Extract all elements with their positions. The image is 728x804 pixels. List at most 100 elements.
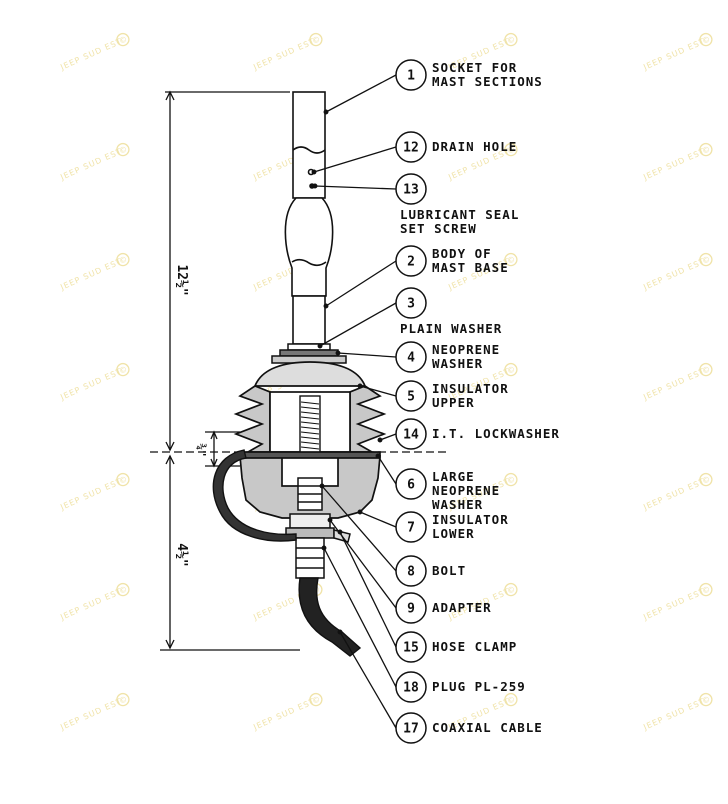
copyright-icon	[309, 32, 323, 47]
callout-circle	[395, 631, 427, 663]
copyright-icon	[116, 252, 130, 267]
watermark-symbol: ©	[506, 474, 518, 486]
callout-number: 18	[403, 681, 419, 696]
watermark-symbol: ©	[701, 584, 713, 596]
callout-label: HOSE CLAMP	[432, 639, 517, 654]
callout-label: COAXIAL CABLE	[432, 720, 543, 735]
callout-label: MAST SECTIONS	[432, 74, 543, 89]
callout-label: BODY OF	[432, 246, 492, 261]
callout-number: 8	[407, 565, 415, 580]
copyright-icon	[699, 142, 713, 157]
callout-label: I.T. LOCKWASHER	[432, 426, 560, 441]
watermark-tile: JEEP SUD EST©	[641, 32, 713, 73]
callout-circle	[395, 712, 427, 744]
leader-dot	[323, 303, 329, 309]
leader-dot	[337, 529, 343, 535]
copyright-icon	[699, 582, 713, 597]
leader-line	[314, 185, 397, 190]
leader-line	[321, 485, 397, 572]
callout-circle	[395, 468, 427, 500]
copyright-icon	[309, 692, 323, 707]
watermark-symbol: ©	[701, 254, 713, 266]
leader-dot	[321, 545, 327, 551]
watermark-tile: JEEP SUD EST©	[251, 32, 323, 72]
leader-line	[339, 531, 397, 648]
leader-line	[337, 352, 397, 358]
callout-label: UPPER	[432, 395, 475, 410]
watermark-tile: JEEP SUD EST©	[58, 582, 130, 622]
watermark-text: JEEP SUD EST	[641, 587, 706, 623]
copyright-icon	[116, 692, 130, 707]
watermark-tile: JEEP SUD EST©	[251, 692, 323, 733]
callout-number: 3	[407, 297, 415, 312]
washer-stack	[271, 343, 347, 364]
leader-line	[379, 433, 397, 441]
watermark-tile: JEEP SUD EST©	[641, 692, 713, 733]
leader-line	[359, 511, 397, 528]
watermark-text: JEEP SUD EST	[641, 697, 706, 733]
callout-number: 7	[407, 521, 415, 536]
callout-number: 5	[407, 390, 415, 405]
dim-upper-height: 12½"	[174, 264, 189, 295]
leader-line	[313, 146, 397, 173]
leader-line	[325, 74, 397, 113]
dim-lower-height: 4½"	[174, 543, 189, 566]
copyright-icon	[116, 142, 130, 157]
watermark-tile: JEEP SUD EST©	[641, 362, 713, 402]
watermark-text: JEEP SUD EST	[641, 257, 706, 293]
callout-number: 4	[407, 351, 415, 366]
callout-label: LUBRICANT SEAL	[400, 207, 519, 222]
watermark-symbol: ©	[506, 144, 518, 156]
leader-dot	[357, 509, 363, 515]
leader-dot	[327, 517, 333, 523]
callout-circle	[395, 671, 427, 703]
leader-line	[377, 455, 397, 485]
watermark-text: JEEP SUD EST	[641, 37, 706, 73]
callout-label: MAST BASE	[432, 260, 509, 275]
watermark-symbol: ©	[506, 694, 518, 706]
watermark-text: JEEP SUD EST	[251, 697, 316, 733]
watermark-tile: JEEP SUD EST©	[641, 582, 713, 623]
callout-label: DRAIN HOLE	[432, 139, 517, 154]
watermark-symbol: ©	[506, 254, 518, 266]
copyright-icon	[699, 32, 713, 47]
callout-circle	[395, 59, 427, 91]
watermark-text: JEEP SUD EST	[58, 147, 123, 183]
callout-circle	[395, 173, 427, 205]
callout-number: 14	[403, 428, 419, 443]
dim-stud-offset: ¾"	[195, 443, 208, 456]
leader-dot	[377, 437, 383, 443]
watermark-tile: JEEP SUD EST©	[58, 692, 130, 732]
copyright-icon	[116, 32, 130, 47]
callout-circle	[395, 287, 427, 319]
copyright-icon	[504, 252, 518, 267]
callout-label: NEOPRENE	[432, 342, 500, 357]
callout-label: WASHER	[432, 497, 483, 512]
callout-circle	[395, 555, 427, 587]
watermark-text: JEEP SUD EST	[58, 477, 123, 513]
watermark-tile: JEEP SUD EST©	[58, 472, 130, 513]
callout-circle	[395, 511, 427, 543]
copyright-icon	[699, 362, 713, 377]
watermark-text: JEEP SUD EST	[58, 367, 123, 403]
watermark-tile: JEEP SUD EST©	[641, 142, 713, 182]
callout-number: 9	[407, 602, 415, 617]
callout-circle	[395, 592, 427, 624]
leader-lines	[311, 74, 397, 729]
copyright-icon	[699, 472, 713, 487]
callout-number: 17	[403, 722, 419, 737]
watermark-symbol: ©	[118, 694, 130, 706]
watermark-symbol: ©	[118, 144, 130, 156]
callout-label: WASHER	[432, 356, 483, 371]
watermark-tile: JEEP SUD EST©	[58, 362, 130, 403]
watermark-text: JEEP SUD EST	[58, 37, 123, 73]
watermark-symbol: ©	[311, 694, 323, 706]
watermark-tile: JEEP SUD EST©	[641, 472, 713, 512]
callout-number: 1	[407, 69, 415, 84]
